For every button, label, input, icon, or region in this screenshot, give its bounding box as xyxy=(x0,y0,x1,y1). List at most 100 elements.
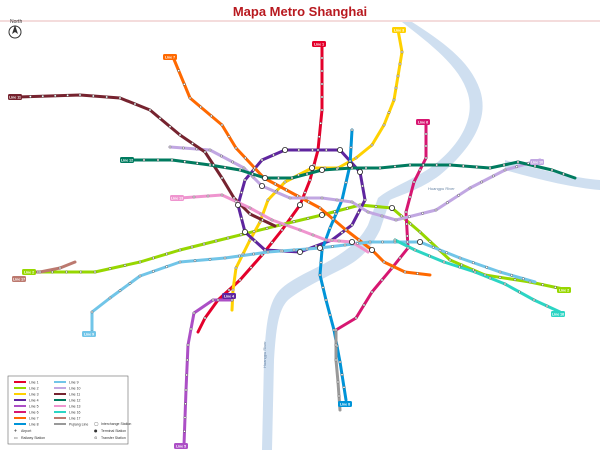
station-dot xyxy=(407,215,411,218)
station-dot xyxy=(274,190,278,194)
station-dot xyxy=(266,198,270,202)
terminal-badge: Line 12 xyxy=(120,157,134,163)
station-dot xyxy=(220,193,224,197)
station-dot xyxy=(220,176,224,180)
station-dot xyxy=(412,180,416,184)
station-dot xyxy=(424,132,428,136)
station-dot xyxy=(320,69,324,73)
badge-bg xyxy=(338,401,352,407)
interchange-station xyxy=(296,201,303,208)
terminal-legend-label: Terminal Station xyxy=(101,429,126,433)
station-dot xyxy=(532,298,536,302)
station-dot xyxy=(239,233,243,237)
station-dot xyxy=(318,273,322,277)
station-dot xyxy=(445,251,449,254)
badge-label: Line 16 xyxy=(552,313,564,317)
station-dot xyxy=(297,173,300,177)
station-dot xyxy=(394,86,398,90)
station-dot xyxy=(138,260,142,264)
station-dot xyxy=(214,239,218,243)
station-dot xyxy=(445,201,449,204)
station-dot xyxy=(498,270,502,274)
station-dot xyxy=(178,248,182,252)
station-dot xyxy=(343,243,347,247)
badge-bg xyxy=(22,269,36,275)
station-dot xyxy=(320,196,324,200)
badge-label: Line 2 xyxy=(24,271,34,275)
station-dot xyxy=(249,266,253,269)
station-dot xyxy=(251,175,255,179)
huangpu-river xyxy=(262,22,483,450)
station-dot xyxy=(232,196,236,200)
station-dot xyxy=(223,256,227,260)
station-dot xyxy=(316,148,320,152)
station-dot xyxy=(226,236,230,240)
station-dot xyxy=(424,144,428,148)
station-dot xyxy=(142,158,146,162)
legend-label: Pujiang Line xyxy=(69,423,88,427)
station-dot xyxy=(503,282,507,286)
station-dot xyxy=(330,238,334,242)
station-dot xyxy=(348,159,352,163)
station-dot xyxy=(518,290,521,294)
station-dot xyxy=(480,180,484,184)
station-dot xyxy=(328,313,332,317)
station-dot xyxy=(260,253,264,257)
station-dot xyxy=(513,278,517,282)
station-dot xyxy=(358,203,362,207)
terminal-badge: Line 6 xyxy=(416,119,430,125)
station-dot xyxy=(331,245,334,248)
station-dot xyxy=(251,172,254,176)
station-dot xyxy=(475,165,479,169)
legend-label: Line 6 xyxy=(29,411,39,415)
station-dot xyxy=(240,217,243,220)
station-dot xyxy=(290,176,294,180)
station-dot xyxy=(404,210,408,214)
badge-label: Line 9 xyxy=(84,333,94,337)
station-dot xyxy=(138,274,142,278)
station-dot xyxy=(324,298,328,302)
station-dot xyxy=(237,254,241,258)
station-dot xyxy=(370,143,374,147)
station-dot xyxy=(248,212,252,216)
station-dot xyxy=(413,248,417,252)
legend-label: Line 12 xyxy=(69,399,81,403)
station-dot xyxy=(350,223,354,227)
station-dot xyxy=(460,263,464,267)
station-dot xyxy=(178,133,182,137)
station-dot xyxy=(212,163,215,167)
station-dot xyxy=(182,83,186,86)
station-dot xyxy=(277,176,280,180)
station-dot xyxy=(354,316,358,320)
station-dot xyxy=(258,220,262,224)
badge-label: Line 10 xyxy=(531,161,543,165)
badge-bg xyxy=(12,276,26,282)
station-dot xyxy=(203,316,207,320)
badge-label: Line 17 xyxy=(13,278,25,282)
station-dot xyxy=(78,93,82,97)
station-dot xyxy=(58,266,62,270)
station-dot xyxy=(431,245,435,249)
station-dot xyxy=(253,166,256,170)
station-dot xyxy=(350,200,354,204)
station-dot xyxy=(311,148,314,152)
legend-label: Line 2 xyxy=(29,387,39,391)
station-dot xyxy=(184,388,188,392)
interchange-legend-label: Interchange Station xyxy=(101,422,131,426)
station-dot xyxy=(382,123,386,127)
station-dot xyxy=(51,270,54,274)
station-dot xyxy=(374,205,378,208)
station-dot xyxy=(203,150,207,154)
interchange-station xyxy=(316,244,323,251)
station-dot xyxy=(357,238,361,242)
station-dot xyxy=(337,239,341,243)
station-dot xyxy=(334,358,338,362)
station-dot xyxy=(108,267,112,271)
station-dot xyxy=(488,276,492,280)
station-dot xyxy=(488,166,492,170)
station-dot xyxy=(522,277,525,281)
interchange-station xyxy=(318,166,325,173)
compass-icon xyxy=(8,25,22,39)
station-dot xyxy=(199,105,202,109)
